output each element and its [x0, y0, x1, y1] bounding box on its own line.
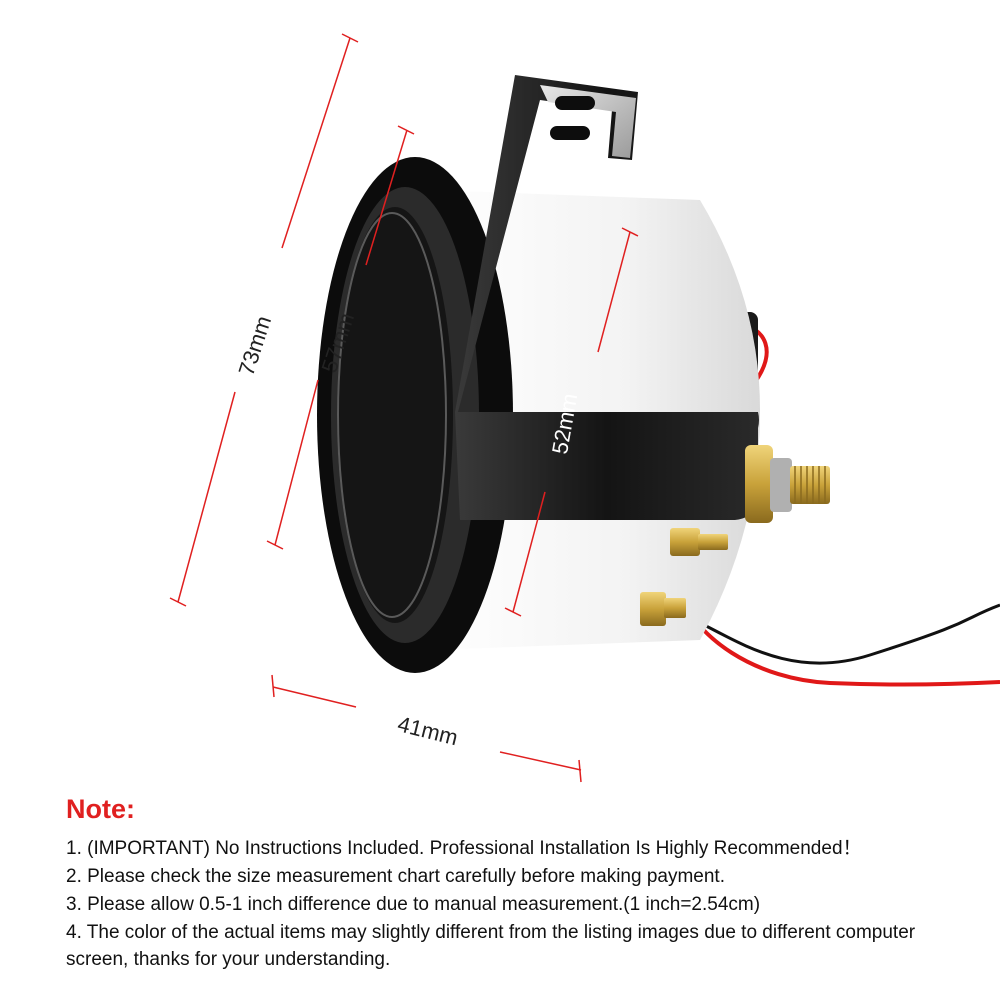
note-item-2: 2. Please check the size measurement cha… [66, 866, 725, 887]
gauge-illustration: 73mm 57mm 52mm 41mm [169, 33, 1000, 783]
dimension-57mm [266, 125, 415, 550]
note-section: Note: 1. (IMPORTANT) No Instructions Inc… [66, 794, 976, 974]
dimension-label-41mm: 41mm [395, 711, 460, 750]
note-item-1: 1. (IMPORTANT) No Instructions Included.… [66, 838, 862, 859]
bezel [317, 157, 513, 673]
note-item-4: 4. The color of the actual items may sli… [66, 922, 916, 970]
dimension-label-73mm: 73mm [234, 313, 277, 379]
small-terminal-2 [640, 592, 686, 626]
small-terminal-1 [670, 528, 728, 556]
slot-top [555, 96, 595, 110]
slot-bottom [550, 126, 590, 140]
dimension-73mm [169, 33, 359, 607]
dimension-52mm [504, 227, 639, 617]
main-terminal-stud [745, 445, 830, 523]
mounting-bracket [455, 75, 759, 520]
dimension-41mm [271, 674, 582, 783]
note-title: Note: [66, 794, 135, 824]
note-item-3: 3. Please allow 0.5-1 inch difference du… [66, 894, 761, 915]
